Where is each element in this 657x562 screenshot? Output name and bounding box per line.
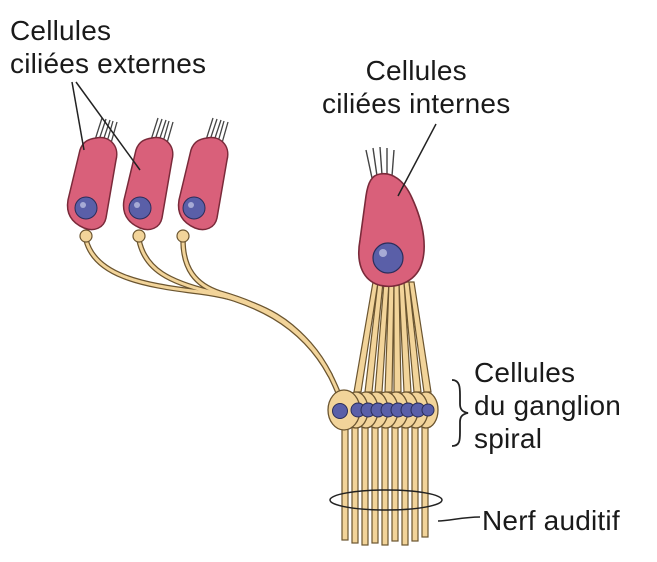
synapse-knob <box>80 230 92 242</box>
leader-line-nerve <box>438 517 480 521</box>
leader-lines <box>72 82 480 521</box>
axon <box>392 425 398 541</box>
ganglion-brace-icon <box>452 380 468 446</box>
axon <box>352 425 358 543</box>
outer-synapse-knobs <box>80 230 189 242</box>
dendrite-outer-1 <box>86 240 340 398</box>
outer-hair-cell-1 <box>68 118 117 230</box>
outer-hair-cell-2 <box>124 118 173 230</box>
inner-hair-cell-dendrites <box>354 282 431 392</box>
axon <box>372 425 378 543</box>
inner-hair-cell <box>359 147 424 286</box>
outer-hair-cell-dendrites-fill <box>86 240 340 398</box>
nucleus <box>333 404 348 419</box>
synapse-knob <box>133 230 145 242</box>
axon <box>402 425 408 545</box>
dendrite-outer-2 <box>139 240 330 375</box>
nucleus <box>422 404 434 416</box>
synapse-knob <box>177 230 189 242</box>
axon <box>382 425 388 545</box>
axon <box>412 425 418 541</box>
leader-line-inner <box>398 124 436 196</box>
axon <box>362 425 368 545</box>
axon <box>342 425 348 540</box>
outer-hair-cell-3 <box>179 118 228 230</box>
outer-hair-cell-dendrites <box>86 240 340 398</box>
leader-line-outer-a <box>72 82 84 150</box>
nerve-axons <box>342 425 428 545</box>
axon <box>422 425 428 537</box>
